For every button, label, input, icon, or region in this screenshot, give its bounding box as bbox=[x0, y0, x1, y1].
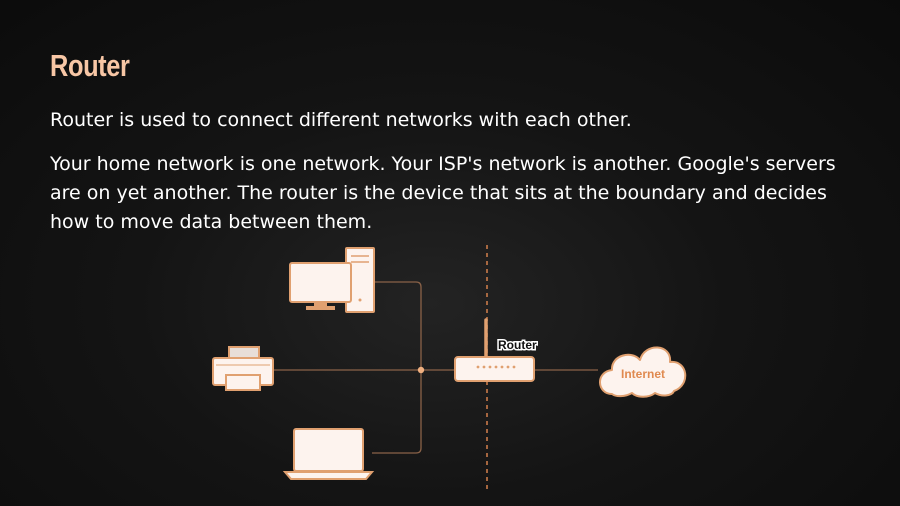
internet-label: Internet bbox=[621, 367, 665, 381]
printer-icon bbox=[212, 346, 274, 391]
desktop-link bbox=[372, 281, 422, 454]
laptop-icon bbox=[282, 428, 375, 480]
router-label: Router bbox=[498, 338, 537, 352]
slide-title: Router bbox=[50, 48, 130, 83]
detail-text: Your home network is one network. Your I… bbox=[50, 153, 836, 233]
internet-cloud-icon bbox=[599, 346, 687, 398]
junction-dot bbox=[417, 366, 425, 374]
desktop-computer-icon bbox=[289, 247, 375, 313]
router-icon bbox=[454, 318, 535, 382]
intro-text: Router is used to connect different netw… bbox=[50, 109, 632, 131]
